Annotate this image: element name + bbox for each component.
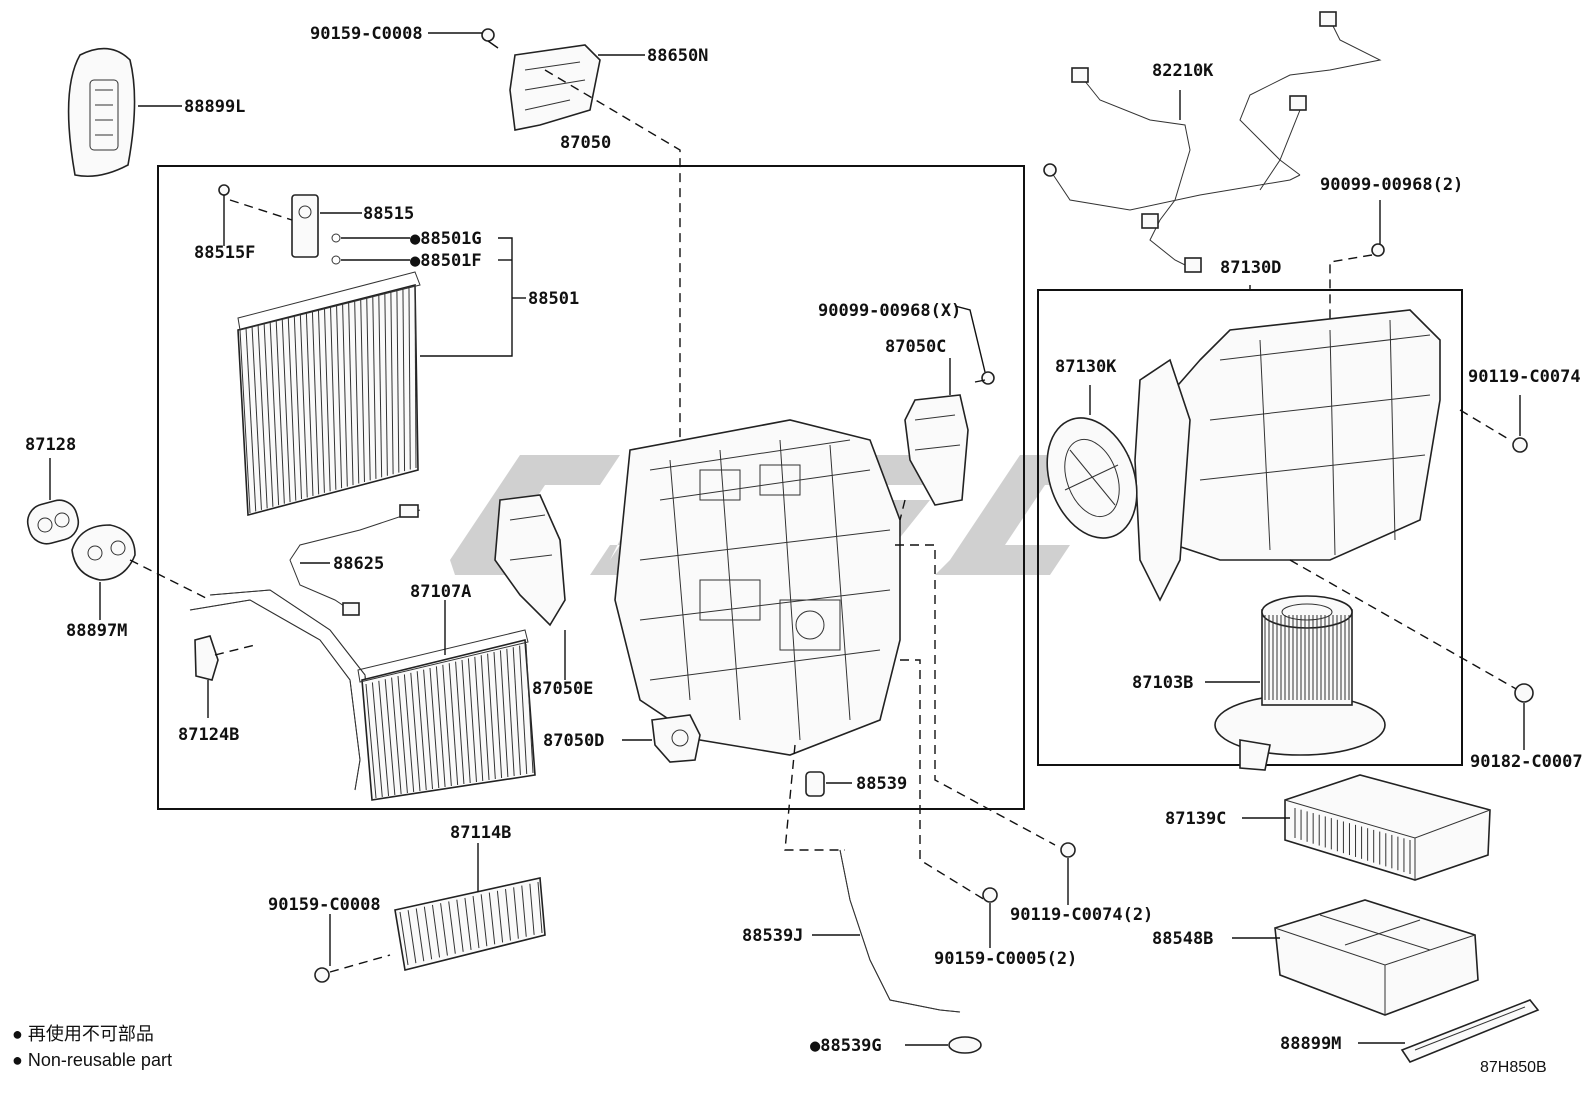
- part-87114B-drawing: [394, 877, 546, 971]
- label-90159-C0005-2[interactable]: 90159-C0005(2): [934, 949, 1077, 969]
- label-88625[interactable]: 88625: [333, 554, 384, 574]
- label-90099-00968-X[interactable]: 90099-00968(X): [818, 301, 961, 321]
- label-88650N[interactable]: 88650N: [647, 46, 708, 66]
- part-87050-unit-drawing: [614, 419, 901, 756]
- part-88515-drawing: [218, 184, 341, 265]
- label-88539G[interactable]: ●88539G: [810, 1036, 882, 1056]
- part-87103B-blower-drawing: [1214, 595, 1386, 771]
- screw-90159-C0008-bottom-drawing: [314, 967, 330, 983]
- label-88539J[interactable]: 88539J: [742, 926, 803, 946]
- label-88501G[interactable]: ●88501G: [410, 229, 482, 249]
- label-87139C[interactable]: 87139C: [1165, 809, 1226, 829]
- label-88515F[interactable]: 88515F: [194, 243, 255, 263]
- label-87050E[interactable]: 87050E: [532, 679, 593, 699]
- label-87114B[interactable]: 87114B: [450, 823, 511, 843]
- label-90159-C0008-bottom[interactable]: 90159-C0008: [268, 895, 381, 915]
- screw-90099-00968-drawing: [1371, 243, 1385, 257]
- label-87050[interactable]: 87050: [560, 133, 611, 153]
- part-82210K-harness-drawing: [1043, 11, 1382, 273]
- part-87050C-drawing: [904, 371, 995, 506]
- label-82210K[interactable]: 82210K: [1152, 61, 1214, 81]
- label-87130D[interactable]: 87130D: [1220, 258, 1281, 278]
- part-87139C-filter-drawing: [1284, 774, 1491, 881]
- part-87130D-unit-drawing: [1134, 309, 1441, 602]
- part-88539J-hose-drawing: [839, 849, 961, 1013]
- part-88548B-tray-drawing: [1274, 899, 1479, 1016]
- part-87130K-drawing: [1046, 417, 1138, 539]
- screw-90159-C0005-2-drawing: [982, 887, 998, 903]
- label-88899M[interactable]: 88899M: [1280, 1034, 1341, 1054]
- part-87124B-drawing: [194, 635, 219, 681]
- part-88899M-drawing: [1400, 999, 1540, 1063]
- label-90119-C0074-2[interactable]: 90119-C0074(2): [1010, 905, 1153, 925]
- part-88897M-drawing: [71, 524, 136, 581]
- part-88899L-drawing: [67, 47, 136, 178]
- part-87050D-drawing: [651, 714, 701, 763]
- part-87128-drawing: [26, 499, 80, 545]
- part-88539-drawing: [805, 771, 825, 797]
- label-88501[interactable]: 88501: [528, 289, 579, 309]
- nut-90182-C0007-drawing: [1514, 683, 1534, 703]
- label-88899L[interactable]: 88899L: [184, 97, 245, 117]
- label-88548B[interactable]: 88548B: [1152, 929, 1213, 949]
- label-88897M[interactable]: 88897M: [66, 621, 127, 641]
- diagram-code: 87H850B: [1480, 1059, 1547, 1076]
- part-88625-drawing: [289, 504, 421, 616]
- label-87124B[interactable]: 87124B: [178, 725, 239, 745]
- label-90099-00968-2[interactable]: 90099-00968(2): [1320, 175, 1463, 195]
- label-88501F[interactable]: ●88501F: [410, 251, 482, 271]
- screw-90119-C0074-2-drawing: [1060, 842, 1076, 858]
- part-88650N-drawing: [481, 28, 601, 131]
- label-87107A[interactable]: 87107A: [410, 582, 471, 602]
- label-90119-C0074[interactable]: 90119-C0074: [1468, 367, 1581, 387]
- screw-90119-C0074-drawing: [1512, 437, 1528, 453]
- label-87050C[interactable]: 87050C: [885, 337, 946, 357]
- label-87128[interactable]: 87128: [25, 435, 76, 455]
- part-87050E-drawing: [494, 494, 566, 627]
- legend-non-reusable-jp: ● 再使用不可部品: [12, 1024, 154, 1044]
- label-87130K[interactable]: 87130K: [1055, 357, 1117, 377]
- label-88515[interactable]: 88515: [363, 204, 414, 224]
- legend-non-reusable-en: ● Non-reusable part: [12, 1050, 172, 1070]
- label-90182-C0007[interactable]: 90182-C0007: [1470, 752, 1583, 772]
- part-88539G-drawing: [948, 1036, 982, 1054]
- label-87103B[interactable]: 87103B: [1132, 673, 1193, 693]
- label-87050D[interactable]: 87050D: [543, 731, 604, 751]
- part-88501-evaporator-drawing: [237, 271, 421, 517]
- label-90159-C0008-top[interactable]: 90159-C0008: [310, 24, 423, 44]
- part-87107A-heater-drawing: [189, 589, 536, 801]
- assembly-box-87050: [157, 165, 1025, 810]
- label-88539[interactable]: 88539: [856, 774, 907, 794]
